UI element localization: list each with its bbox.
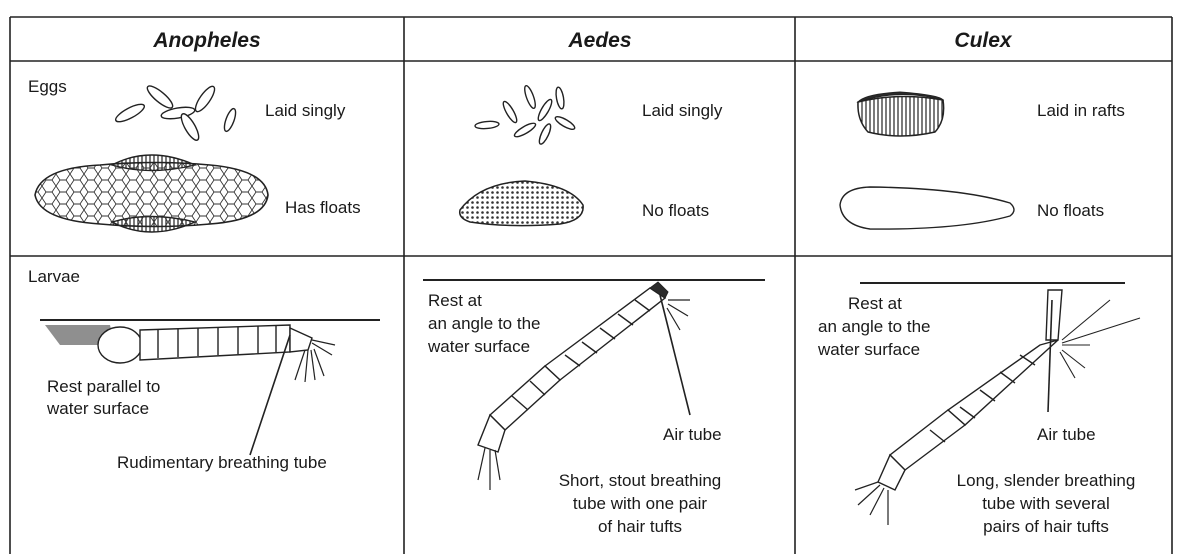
- row-label-larvae: Larvae: [28, 267, 80, 286]
- aedes-egg-illustration: [460, 181, 583, 226]
- anopheles-egg-with-floats-illustration: [35, 155, 268, 232]
- anopheles-float-label: Has floats: [285, 198, 361, 217]
- aedes-rest-label-line2: an angle to the: [428, 314, 540, 333]
- culex-tube-label-line2: tube with several: [982, 494, 1110, 513]
- culex-rest-label-line3: water surface: [817, 340, 920, 359]
- aedes-tube-label-line1: Short, stout breathing: [559, 471, 722, 490]
- culex-egg-illustration: [840, 187, 1014, 229]
- aedes-larva-illustration: [423, 280, 765, 490]
- culex-air-tube-label: Air tube: [1037, 425, 1096, 444]
- aedes-float-label: No floats: [642, 201, 709, 220]
- column-header-anopheles: Anopheles: [152, 29, 260, 52]
- aedes-rest-label-line3: water surface: [427, 337, 530, 356]
- culex-eggs-label: Laid in rafts: [1037, 101, 1125, 120]
- culex-tube-label-line1: Long, slender breathing: [957, 471, 1136, 490]
- aedes-tube-label-line2: tube with one pair: [573, 494, 708, 513]
- anopheles-rest-label-line2: water surface: [46, 399, 149, 418]
- anopheles-single-eggs-illustration: [114, 83, 238, 143]
- anopheles-eggs-label: Laid singly: [265, 101, 346, 120]
- culex-egg-raft-illustration: [858, 92, 944, 136]
- culex-float-label: No floats: [1037, 201, 1104, 220]
- column-header-culex: Culex: [954, 29, 1013, 52]
- aedes-air-tube-label: Air tube: [663, 425, 722, 444]
- aedes-tube-label-line3: of hair tufts: [598, 517, 682, 536]
- culex-rest-label-line1: Rest at: [848, 294, 902, 313]
- aedes-rest-label-line1: Rest at: [428, 291, 482, 310]
- culex-tube-label-line3: pairs of hair tufts: [983, 517, 1109, 536]
- anopheles-rest-label-line1: Rest parallel to: [47, 377, 160, 396]
- aedes-single-eggs-illustration: [475, 85, 577, 146]
- row-label-eggs: Eggs: [28, 77, 67, 96]
- aedes-eggs-label: Laid singly: [642, 101, 723, 120]
- anopheles-tube-label: Rudimentary breathing tube: [117, 453, 327, 472]
- column-header-aedes: Aedes: [567, 29, 631, 52]
- culex-rest-label-line2: an angle to the: [818, 317, 930, 336]
